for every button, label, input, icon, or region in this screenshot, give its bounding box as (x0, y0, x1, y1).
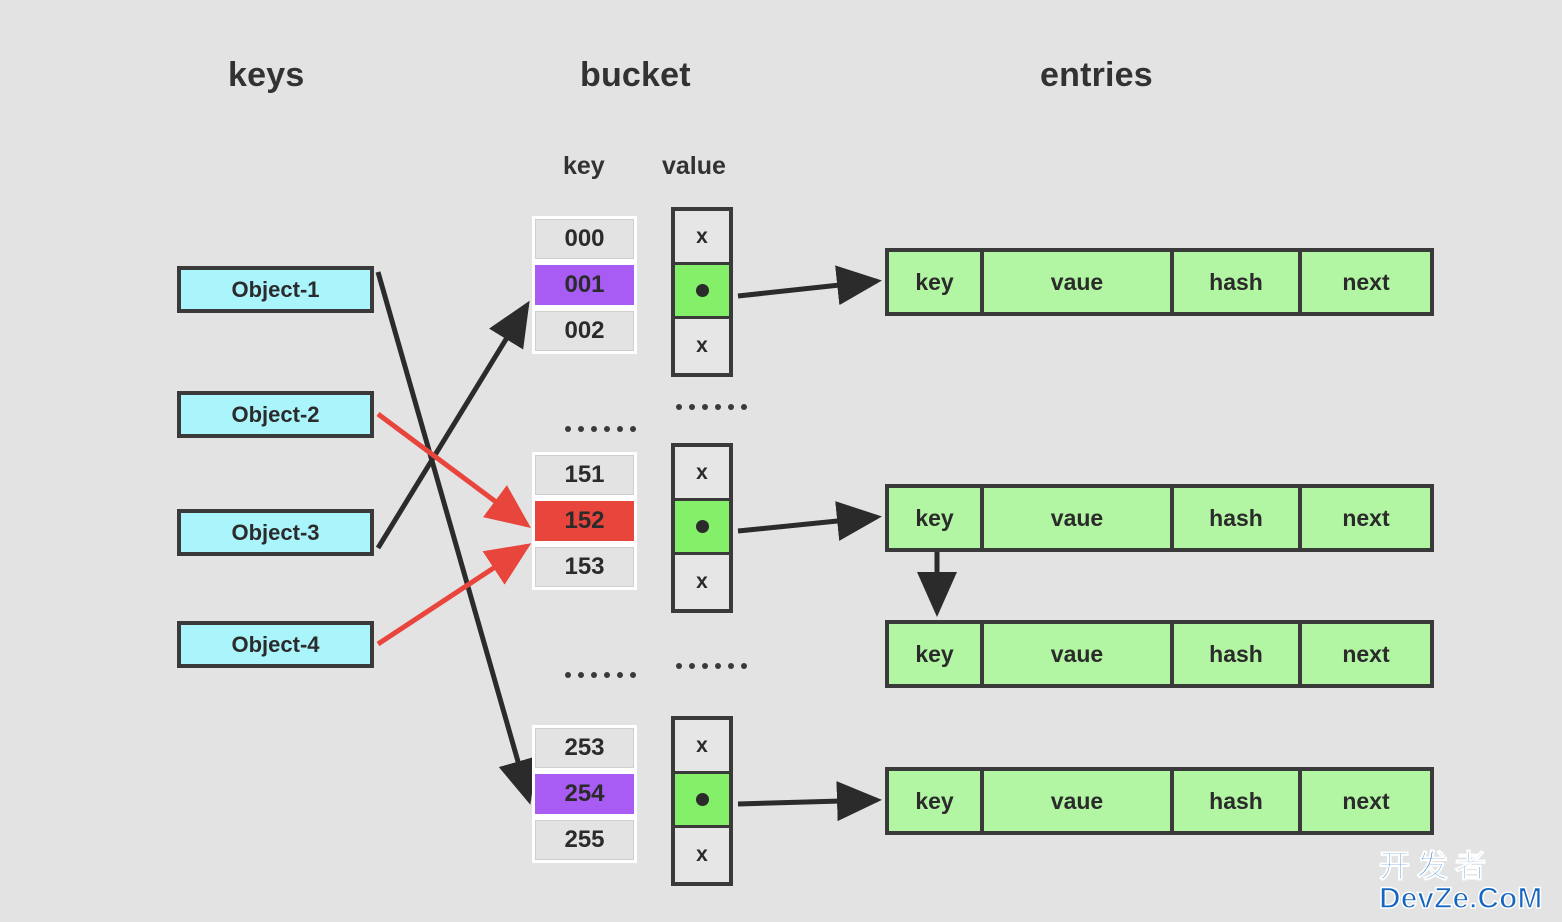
bucket-value-cell-000-label: x (696, 224, 708, 248)
bucket-key-column-2: 151 152 153 (532, 452, 637, 590)
bucket-value-pointer-dot-254 (695, 793, 709, 806)
bucket-key-column-3: 253 254 255 (532, 725, 637, 863)
connector-bucket152-to-entry2 (737, 501, 882, 541)
connector-object4-to-152 (376, 543, 532, 647)
entry-row-2-cell-hash: hash (1174, 488, 1302, 548)
connector-object1-to-254 (375, 271, 538, 805)
column-header-keys: keys (228, 56, 305, 94)
connector-bucket001-to-entry1 (737, 265, 882, 306)
bucket-key-cell-151[interactable]: 151 (532, 452, 637, 498)
bucket-key-cell-000[interactable]: 000 (532, 216, 637, 262)
bucket-key-cell-255[interactable]: 255 (532, 817, 637, 863)
bucket-key-cell-253[interactable]: 253 (532, 725, 637, 771)
entry-row-2-cell-next: next (1302, 488, 1430, 548)
bucket-key-cell-001-label: 001 (535, 265, 634, 305)
bucket-value-cell-254[interactable] (675, 774, 729, 828)
entry-row-1-cell-vaue: vaue (984, 252, 1174, 312)
bucket-key-cell-151-label: 151 (535, 455, 634, 495)
entry-row-4-cell-next: next (1302, 771, 1430, 831)
entry-row-3[interactable]: key vaue hash next (885, 620, 1434, 688)
entry-row-4-cell-vaue: vaue (984, 771, 1174, 831)
bucket-key-cell-253-label: 253 (535, 728, 634, 768)
bucket-value-cell-153-label: x (696, 570, 708, 593)
bucket-key-cell-255-label: 255 (535, 820, 634, 860)
connector-object3-to-001 (375, 300, 530, 550)
bucket-value-column-2: x x (671, 443, 733, 613)
bucket-key-column-1: 000 001 002 (532, 216, 637, 354)
entry-row-2-cell-key: key (889, 488, 984, 548)
entry-row-4-cell-hash: hash (1174, 771, 1302, 831)
object-box-4-label: Object-4 (231, 631, 320, 657)
subheader-key: key (563, 152, 605, 180)
bucket-value-column-1: x x (671, 207, 733, 377)
bucket-value-column-3: x x (671, 716, 733, 886)
connector-object2-to-152 (376, 411, 532, 528)
object-box-3[interactable]: Object-3 (177, 509, 374, 556)
entry-row-1-cell-key: key (889, 252, 984, 312)
connector-bucket254-to-entry4 (737, 781, 882, 822)
object-box-2[interactable]: Object-2 (177, 391, 374, 438)
object-box-4[interactable]: Object-4 (177, 621, 374, 668)
bucket-value-cell-000[interactable]: x (675, 211, 729, 265)
watermark-en-text: DevZe.CoM (1378, 882, 1543, 915)
bucket-key-cell-002[interactable]: 002 (532, 308, 637, 354)
entry-row-3-cell-next: next (1302, 624, 1430, 684)
bucket-key-cell-002-label: 002 (535, 311, 634, 351)
bucket-value-cell-153[interactable]: x (675, 555, 729, 609)
object-box-1[interactable]: Object-1 (177, 266, 374, 313)
entry-row-4[interactable]: key vaue hash next (885, 767, 1434, 835)
object-box-1-label: Object-1 (231, 276, 320, 302)
entry-row-2-cell-vaue: vaue (984, 488, 1174, 548)
bucket-key-cell-153-label: 153 (535, 547, 634, 587)
column-header-entries: entries (1040, 56, 1153, 94)
bucket-key-cell-254-label: 254 (535, 774, 634, 814)
bucket-value-cell-151[interactable]: x (675, 447, 729, 501)
bucket-key-cell-152-label: 152 (535, 501, 634, 541)
bucket-value-ellipsis-2 (676, 663, 747, 669)
entry-row-3-cell-vaue: vaue (984, 624, 1174, 684)
bucket-value-cell-255[interactable]: x (675, 828, 729, 882)
bucket-key-cell-153[interactable]: 153 (532, 544, 637, 590)
watermark-cn-text: 开发者 (1379, 849, 1493, 884)
bucket-key-ellipsis-1 (565, 426, 636, 432)
entry-row-1-cell-next: next (1302, 252, 1430, 312)
entry-row-3-cell-key: key (889, 624, 984, 684)
entry-row-1[interactable]: key vaue hash next (885, 248, 1434, 316)
bucket-value-ellipsis-1 (676, 404, 747, 410)
entry-row-4-cell-key: key (889, 771, 984, 831)
watermark: 开发者 DevZe.CoM (1378, 849, 1555, 915)
bucket-value-cell-253-label: x (696, 733, 708, 757)
object-box-3-label: Object-3 (231, 519, 320, 545)
bucket-value-cell-001[interactable] (675, 265, 729, 319)
bucket-value-cell-152[interactable] (675, 501, 729, 555)
bucket-key-cell-000-label: 000 (535, 219, 634, 259)
bucket-value-pointer-dot-001 (695, 284, 709, 297)
bucket-value-cell-255-label: x (696, 843, 708, 866)
entry-row-1-cell-hash: hash (1174, 252, 1302, 312)
bucket-value-cell-151-label: x (696, 460, 708, 484)
column-header-bucket: bucket (580, 56, 691, 94)
bucket-value-cell-253[interactable]: x (675, 720, 729, 774)
bucket-value-cell-002[interactable]: x (675, 319, 729, 373)
entry-row-3-cell-hash: hash (1174, 624, 1302, 684)
subheader-value: value (662, 152, 726, 180)
bucket-value-cell-002-label: x (696, 334, 708, 357)
bucket-key-cell-001[interactable]: 001 (532, 262, 637, 308)
entry-row-2[interactable]: key vaue hash next (885, 484, 1434, 552)
bucket-key-cell-152[interactable]: 152 (532, 498, 637, 544)
object-box-2-label: Object-2 (231, 401, 320, 427)
bucket-key-cell-254[interactable]: 254 (532, 771, 637, 817)
bucket-key-ellipsis-2 (565, 672, 636, 678)
bucket-value-pointer-dot-152 (695, 520, 709, 533)
